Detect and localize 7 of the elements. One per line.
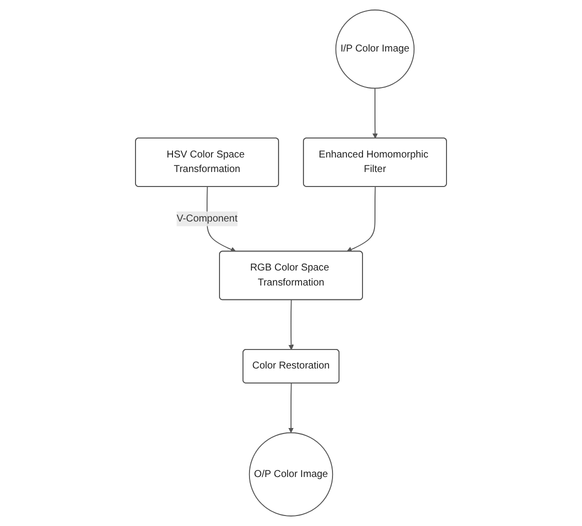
- node-circle: I/P Color Image: [335, 10, 415, 89]
- arrow: [288, 300, 294, 350]
- arrow: [346, 186, 376, 252]
- node-circle: O/P Color Image: [248, 432, 334, 516]
- arrow: [372, 88, 378, 139]
- arrow: [288, 382, 294, 434]
- edge-label: V-Component: [176, 213, 238, 224]
